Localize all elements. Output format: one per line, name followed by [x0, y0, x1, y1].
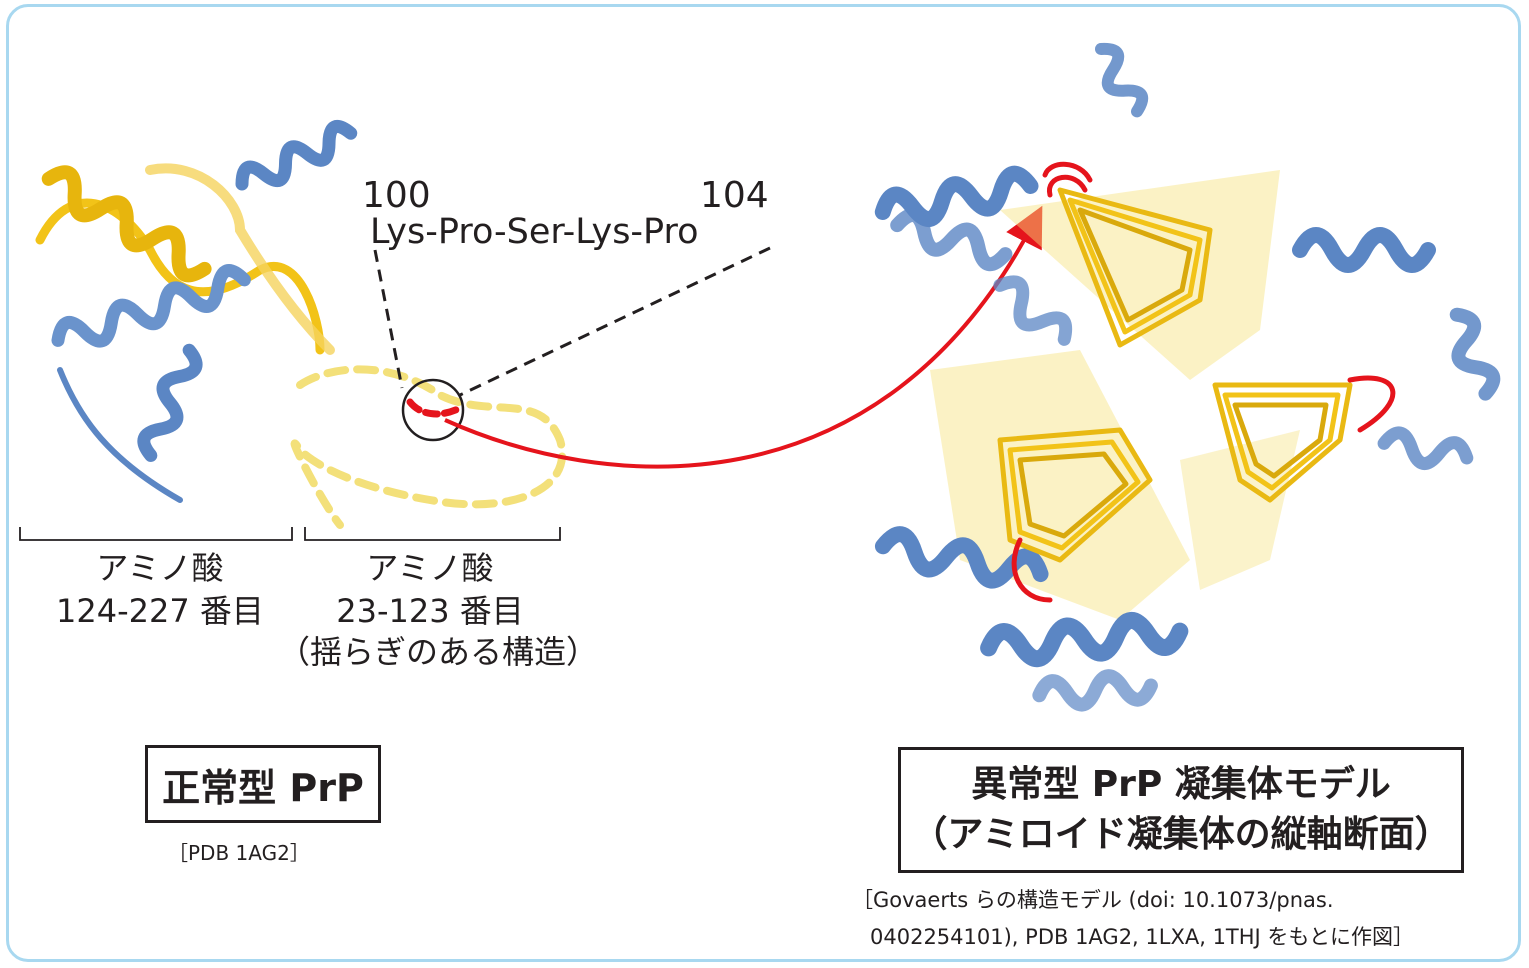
normal-prp-structure — [35, 120, 358, 503]
middle-range-line3: （揺らぎのある構造） — [278, 633, 599, 671]
abnormal-prp-label-box: 異常型 PrP 凝集体モデル （アミロイド凝集体の縦軸断面） — [898, 747, 1464, 873]
citation-line2: 0402254101), PDB 1AG2, 1LXA, 1THJ をもとに作図… — [870, 925, 1415, 949]
sequence-end-number: 104 — [700, 175, 769, 216]
bracket-left — [19, 527, 293, 541]
blue-helix-top — [235, 120, 358, 191]
range-brackets — [19, 527, 561, 541]
highlight-circle — [401, 378, 465, 442]
aggregate-model — [874, 42, 1501, 712]
middle-range-line2: 23-123 番目 — [336, 592, 524, 630]
abnormal-prp-title: 異常型 PrP 凝集体モデル — [971, 764, 1391, 805]
sequence-start-number: 100 — [362, 175, 431, 216]
normal-prp-label-box: 正常型 PrP — [145, 745, 381, 823]
blue-loop — [57, 367, 183, 503]
beta-strand-b — [145, 163, 335, 355]
bracket-middle — [304, 527, 561, 541]
normal-prp-source: ［PDB 1AG2］ — [168, 841, 310, 865]
sequence-residues: Lys-Pro-Ser-Lys-Pro — [370, 212, 699, 252]
blue-helix-middle — [51, 264, 251, 348]
blue-helix-lower — [137, 343, 203, 462]
dashed-line-right — [459, 246, 771, 397]
yellow-helix — [41, 165, 212, 283]
figure-frame — [6, 4, 1521, 962]
red-segment — [406, 398, 464, 418]
citation-line1: ［Govaerts らの構造モデル (doi: 10.1073/pnas. — [852, 888, 1334, 912]
normal-prp-title: 正常型 PrP — [162, 765, 364, 810]
left-range-line1: アミノ酸 — [96, 549, 224, 587]
abnormal-prp-subtitle: （アミロイド凝集体の縦軸断面） — [911, 814, 1451, 855]
red-arrow — [444, 205, 1043, 469]
flexible-region-dashed — [290, 365, 566, 529]
dashed-line-left — [373, 249, 404, 389]
middle-range-line1: アミノ酸 — [366, 549, 494, 587]
left-range-line2: 124-227 番目 — [56, 592, 264, 630]
